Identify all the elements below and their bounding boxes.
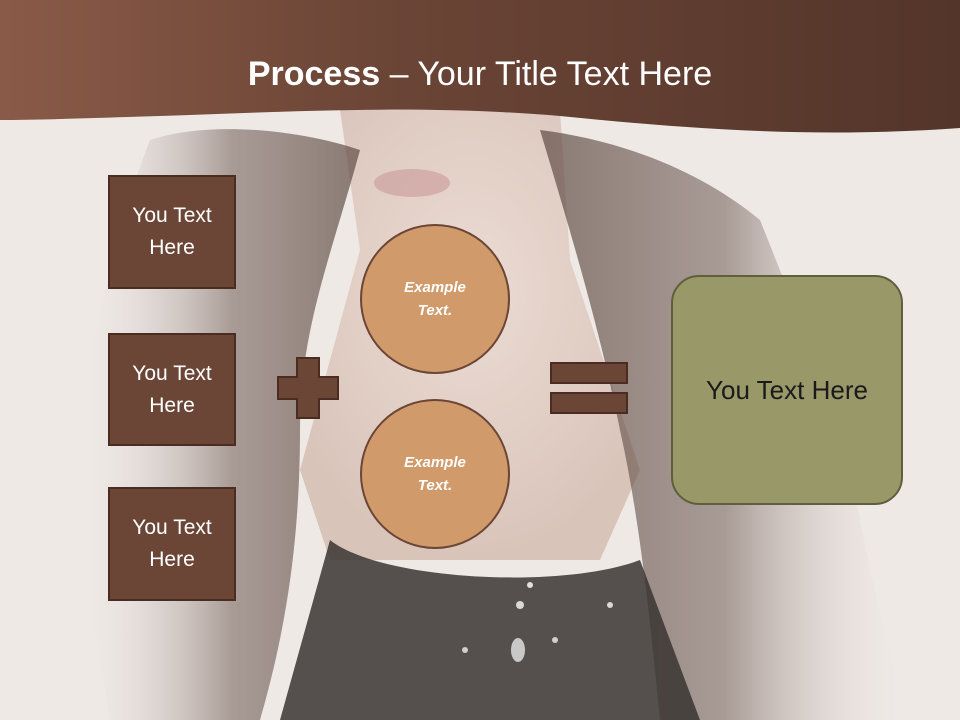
equals-icon [550, 362, 628, 414]
example-circle-2: Example Text. [360, 399, 510, 549]
input-box-3-label: You Text Here [132, 516, 212, 571]
slide-title: Process – Your Title Text Here [0, 52, 960, 96]
input-box-1-label: You Text Here [132, 204, 212, 259]
example-circle-1: Example Text. [360, 224, 510, 374]
plus-icon [277, 357, 339, 419]
input-box-2: You Text Here [108, 333, 236, 446]
header-band [0, 0, 960, 133]
result-box-label: You Text Here [706, 374, 868, 405]
result-box: You Text Here [671, 275, 903, 505]
input-box-1: You Text Here [108, 175, 236, 289]
example-circle-1-label: Example Text. [404, 279, 466, 319]
example-circle-2-label: Example Text. [404, 454, 466, 494]
input-box-3: You Text Here [108, 487, 236, 601]
title-bold: Process [247, 55, 381, 93]
title-rest: – Your Title Text Here [380, 55, 713, 93]
input-box-2-label: You Text Here [132, 361, 212, 417]
